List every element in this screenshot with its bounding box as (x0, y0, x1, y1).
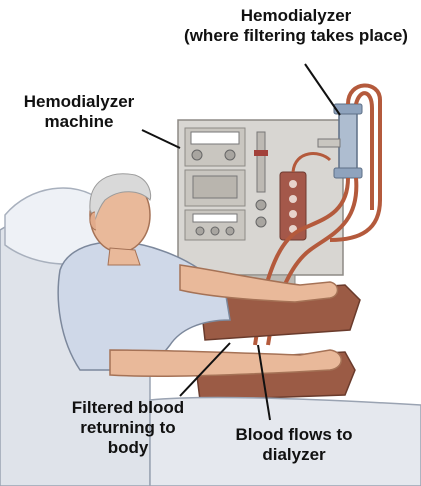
label-blood-flows: Blood flows to dialyzer (224, 425, 364, 465)
label-machine: Hemodialyzer machine (14, 92, 144, 132)
label-machine-line2: machine (44, 112, 114, 131)
hemodialyzer-clamp (317, 138, 341, 148)
tubing (329, 83, 382, 242)
label-filtered-line3: body (107, 438, 149, 457)
tubing (354, 91, 374, 210)
machine-screen (190, 131, 240, 145)
machine-button (255, 199, 267, 211)
pump-roller (289, 210, 297, 218)
label-hemodialyzer: Hemodialyzer (where filtering takes plac… (176, 6, 416, 46)
patient-ear (89, 211, 97, 231)
machine-slider-track (256, 131, 266, 193)
patient-lower-arm (109, 349, 342, 377)
label-hemodialyzer-line2: (where filtering takes place) (184, 26, 408, 45)
label-flows-line2: dialyzer (262, 445, 326, 464)
patient-neck (107, 247, 141, 266)
patient-upper-arm (179, 264, 339, 303)
patient-hair (89, 173, 152, 222)
machine-readout (192, 213, 238, 223)
hemodialyzer-cap (333, 167, 363, 179)
machine-dial (191, 149, 203, 161)
machine-grille (192, 175, 238, 199)
pump-roller (289, 180, 297, 188)
pump-roller (289, 195, 297, 203)
label-hemodialyzer-line1: Hemodialyzer (240, 6, 352, 25)
hemodialyzer-cylinder (338, 109, 358, 173)
machine-button (255, 216, 267, 228)
machine-knob (225, 226, 235, 236)
machine-slider-knob (254, 150, 268, 156)
label-filtered-blood: Filtered blood returning to body (58, 398, 198, 458)
label-machine-line1: Hemodialyzer (23, 92, 135, 111)
label-flows-line1: Blood flows to (235, 425, 353, 444)
leader-line-filtered (179, 342, 231, 397)
label-filtered-line2: returning to (80, 418, 176, 437)
machine-knob (195, 226, 205, 236)
leader-line-flows (257, 344, 271, 421)
tubing (291, 152, 332, 173)
label-filtered-line1: Filtered blood (71, 398, 185, 417)
machine-knob (210, 226, 220, 236)
leader-line-machine (141, 129, 181, 149)
leader-line-hemodialyzer (304, 63, 341, 116)
machine-dial (224, 149, 236, 161)
